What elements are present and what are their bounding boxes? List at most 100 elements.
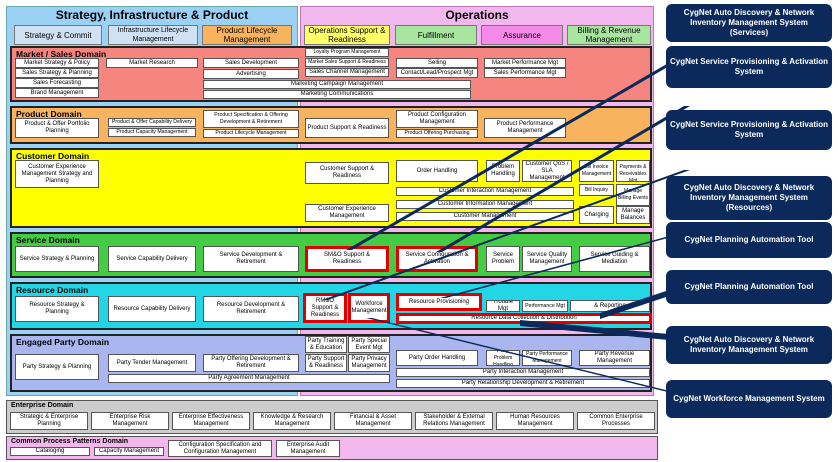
capacity-management: Capacity Management xyxy=(94,447,164,456)
customer-experience-mgmt: Customer Experience Management xyxy=(305,204,389,222)
col-billing-revenue: Billing & Revenue Management xyxy=(567,25,651,45)
strategic-enterprise-planning: Strategic & Enterprise Planning xyxy=(10,412,88,430)
domain-title: Market / Sales Domain xyxy=(16,49,107,59)
resource-development-retirement: Resource Development & Retirement xyxy=(203,296,299,322)
cataloging: Cataloging xyxy=(10,447,90,456)
domain-title: Resource Domain xyxy=(16,285,89,295)
connector-workforce xyxy=(366,318,690,396)
product-offering-purchasing: Product Offering Purchasing xyxy=(396,129,478,138)
party-training-education: Party Training & Education xyxy=(305,336,347,353)
party-tender-mgmt: Party Tender Management xyxy=(108,354,196,372)
manage-billing-events: Manage Billing Events xyxy=(616,184,650,206)
sales-channel-management: Sales Channel Management xyxy=(305,68,389,77)
domain-title: Common Process Patterns Domain xyxy=(11,438,129,445)
party-offering-development: Party Offering Development & Retirement xyxy=(203,354,299,372)
charging: Charging xyxy=(579,206,614,224)
resource-strategy-planning: Resource Strategy & Planning xyxy=(15,296,99,322)
product-lifecycle-mgmt: Product Lifecycle Management xyxy=(203,129,299,138)
party-interaction-mgmt: Party Interaction Management xyxy=(396,368,650,377)
service-development-retirement: Service Development & Retirement xyxy=(203,246,299,272)
party-special-event: Party Special Event Mgt xyxy=(348,336,390,353)
resource-capability-delivery: Resource Capability Delivery xyxy=(108,296,196,322)
enterprise-risk-mgmt: Enterprise Risk Management xyxy=(91,412,169,430)
connector-provisioning xyxy=(440,232,690,298)
marketing-communications: Marketing Communications xyxy=(203,90,471,99)
rmo-support-readiness: RM&O Support & Readiness xyxy=(303,293,347,323)
performance-mgt: Performance Mgt xyxy=(522,300,568,312)
financial-asset-mgmt: Financial & Asset Management xyxy=(334,412,412,430)
ops-header: Operations xyxy=(445,8,509,22)
connector-smo xyxy=(346,54,690,250)
selling: Selling xyxy=(396,58,478,68)
bill-payments-receivables: Bill Payments & Receivables Mgt xyxy=(616,160,650,182)
customer-support-readiness: Customer Support & Readiness xyxy=(305,162,389,184)
service-capability-delivery: Service Capability Delivery xyxy=(108,246,196,272)
advertising: Advertising xyxy=(203,69,299,79)
party-order-handling: Party Order Handling xyxy=(396,350,478,366)
configuration-specification: Configuration Specification and Configur… xyxy=(168,440,272,457)
party-privacy-mgmt: Party Privacy Management xyxy=(348,354,390,372)
col-product-lifecycle: Product Lifecycle Management xyxy=(202,25,292,45)
party-revenue-mgmt: Party Revenue Management xyxy=(579,350,650,366)
customer-interaction-mgmt: Customer Interaction Management xyxy=(396,187,574,196)
manage-balances: Manage Balances xyxy=(616,206,650,224)
common-enterprise-processes: Common Enterprise Processes xyxy=(577,412,655,430)
customer-information-mgmt: Customer Information Management xyxy=(396,200,574,209)
callout-planning-automation-2: CygNet Planning Automation Tool xyxy=(666,270,832,304)
market-strategy-policy: Market Strategy & Policy xyxy=(15,58,99,68)
service-strategy-planning: Service Strategy & Planning xyxy=(15,246,99,272)
connector-data-collection xyxy=(520,320,690,342)
service-guiding-mediation: Service Guiding & Mediation xyxy=(579,246,650,272)
col-assurance: Assurance xyxy=(481,25,563,45)
callout-auto-discovery-services: CygNet Auto Discovery & Network Inventor… xyxy=(666,4,832,42)
sip-header: Strategy, Infrastructure & Product xyxy=(55,8,249,22)
product-offer-portfolio: Product & Offer Portfolio Planning xyxy=(15,118,99,138)
service-quality-mgmt: Service Quality Management xyxy=(522,246,572,272)
marketing-campaign: Marketing Campaign Management xyxy=(203,80,471,89)
col-strategy-commit: Strategy & Commit xyxy=(14,25,102,45)
product-spec-offering: Product Specification & Offering Develop… xyxy=(203,110,299,128)
callout-planning-automation: CygNet Planning Automation Tool xyxy=(666,222,832,258)
connector-rmo xyxy=(322,170,690,300)
product-offer-capability: Product & Offer Capability Delivery xyxy=(108,118,196,127)
col-operations-support: Operations Support & Readiness xyxy=(304,25,390,45)
domain-title: Enterprise Domain xyxy=(11,402,74,409)
callout-auto-discovery-resources: CygNet Auto Discovery & Network Inventor… xyxy=(666,176,832,220)
domain-title: Service Domain xyxy=(16,235,80,245)
party-strategy-planning: Party Strategy & Planning xyxy=(15,354,99,380)
human-resources-mgmt: Human Resources Management xyxy=(496,412,574,430)
resource-provisioning: Resource Provisioning xyxy=(396,293,482,311)
enterprise-effectiveness-mgmt: Enterprise Effectiveness Management xyxy=(172,412,250,430)
sales-performance: Sales Performance Mgt xyxy=(484,68,566,78)
callout-service-provisioning: CygNet Service Provisioning & Activation… xyxy=(666,46,832,88)
order-handling: Order Handling xyxy=(396,160,478,182)
party-relationship-dev: Party Relationship Development & Retirem… xyxy=(396,379,650,388)
trouble-mgt: Trouble Mgt xyxy=(486,300,520,312)
col-infrastructure-lifecycle: Infrastructure Lifecycle Management xyxy=(108,25,198,45)
domain-title: Customer Domain xyxy=(16,151,90,161)
party-problem-handling: Party Problem Handling xyxy=(486,350,520,366)
domain-title: Engaged Party Domain xyxy=(16,337,110,347)
product-support-readiness: Product Support & Readiness xyxy=(305,118,389,138)
enterprise-audit-mgmt: Enterprise Audit Management xyxy=(276,440,340,457)
service-problem: Service Problem xyxy=(486,246,520,272)
party-agreement-mgmt: Party Agreement Management xyxy=(108,374,390,383)
customer-management: Customer Management xyxy=(396,212,574,221)
product-capacity: Product Capacity Management xyxy=(108,128,196,137)
cem-strategy-planning: Customer Experience Management Strategy … xyxy=(15,160,99,188)
contact-lead-prospect: Contact/Lead/Prospect Mgt xyxy=(396,68,478,78)
party-support-readiness: Party Support & Readiness xyxy=(305,354,347,372)
col-fulfillment: Fulfillment xyxy=(395,25,477,45)
stakeholder-external-relations: Stakeholder & External Relations Managem… xyxy=(415,412,493,430)
callout-workforce-management: CygNet Workforce Management System xyxy=(666,380,832,418)
bill-inquiry: Bill Inquiry xyxy=(579,184,614,196)
sales-development: Sales Development xyxy=(203,58,299,68)
callout-service-provisioning-2: CygNet Service Provisioning & Activation… xyxy=(666,110,832,150)
market-performance: Market Performance Mgt xyxy=(484,58,566,68)
sales-forecasting: Sales Forecasting xyxy=(15,78,99,88)
knowledge-research-mgmt: Knowledge & Research Management xyxy=(253,412,331,430)
smo-support-readiness: SM&O Support & Readiness xyxy=(305,246,389,272)
product-configuration: Product Configuration Management xyxy=(396,110,478,128)
sales-strategy-planning: Sales Strategy & Planning xyxy=(15,68,99,78)
